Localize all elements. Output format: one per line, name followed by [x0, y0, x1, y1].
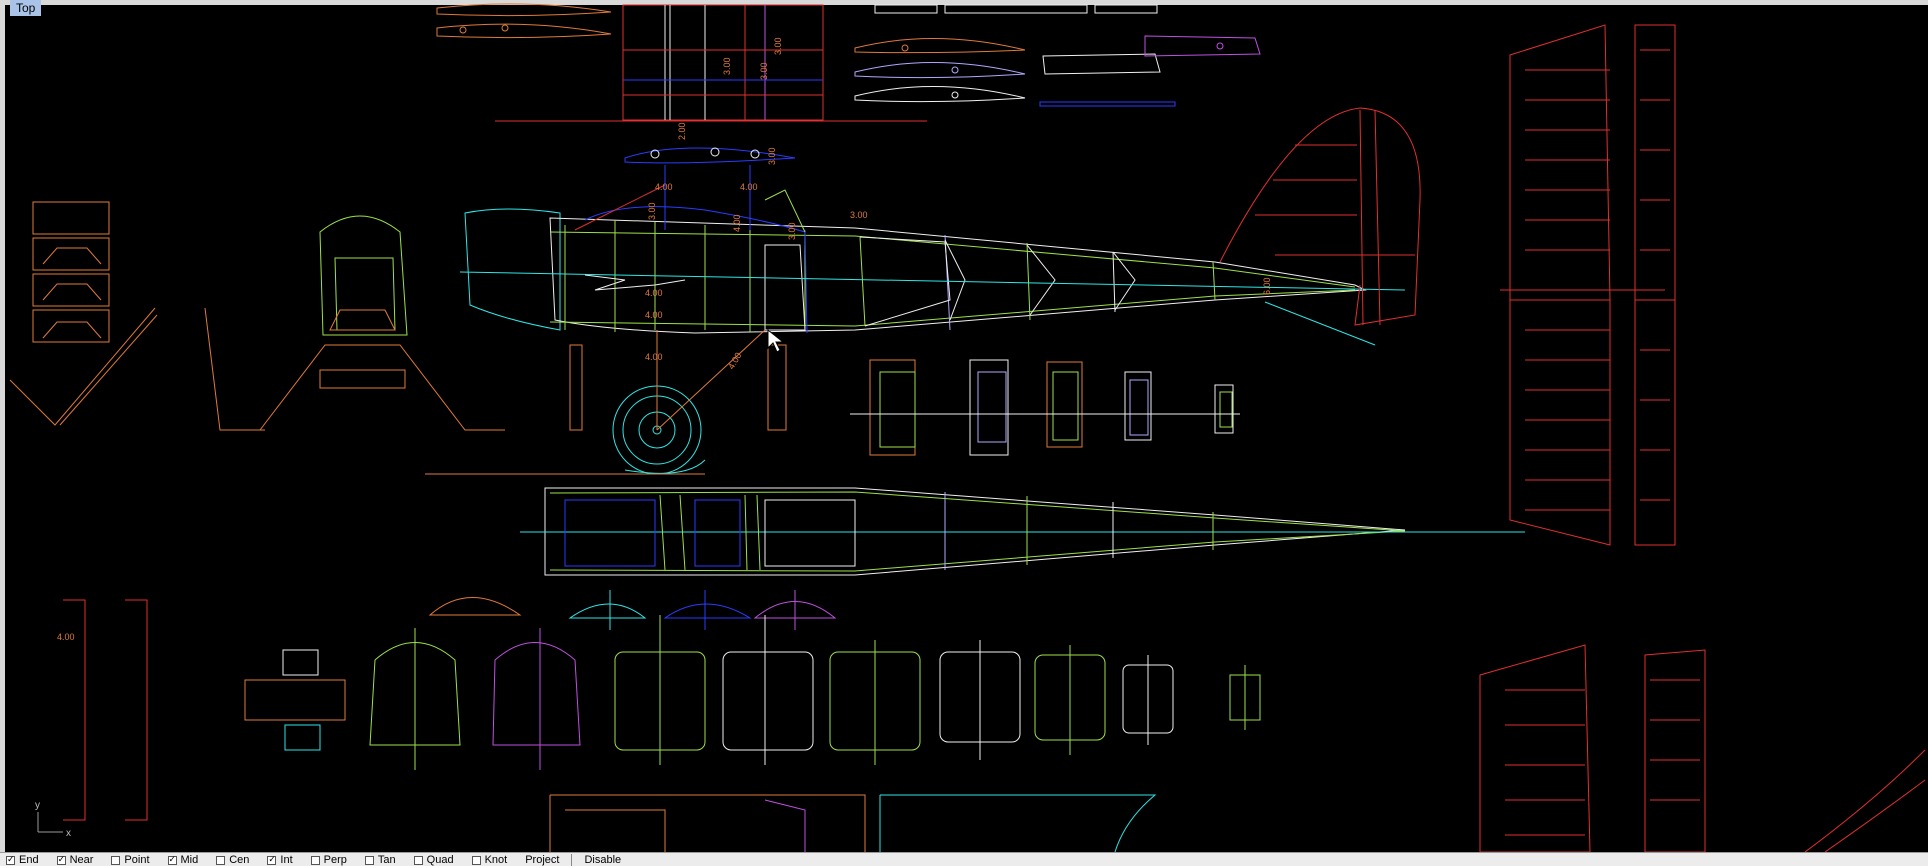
- checkbox-icon[interactable]: [56, 855, 66, 865]
- wing-panel-top: [495, 4, 927, 122]
- osnap-mid[interactable]: Mid: [162, 854, 199, 866]
- osnap-near[interactable]: Near: [51, 854, 94, 866]
- osnap-label: Mid: [180, 854, 199, 866]
- osnap-label: End: [19, 854, 39, 866]
- checkbox-icon[interactable]: [111, 855, 121, 865]
- osnap-label: Perp: [323, 854, 347, 866]
- osnap-end[interactable]: End: [0, 854, 39, 866]
- dimension-label: 4.00: [655, 182, 673, 192]
- fuselage-side-view: [459, 206, 1406, 334]
- upper-wing-centre-section: [574, 147, 806, 233]
- osnap-int[interactable]: Int: [261, 854, 293, 866]
- drawing-canvas[interactable]: 4.00 3.00 3.00 3.00 2.00 4.00 4.00 3.00 …: [5, 0, 1928, 852]
- dimension-label: 3.00: [767, 147, 777, 165]
- osnap-label: Int: [280, 854, 293, 866]
- bulkhead-formers-bottom: [63, 599, 1261, 821]
- wing-rib-parts-top-left: [436, 3, 612, 39]
- checkbox-icon[interactable]: [310, 855, 320, 865]
- axis-indicator: [37, 812, 63, 833]
- dimension-label: 3.00: [647, 202, 657, 220]
- dimension-label: 3.00: [759, 62, 769, 80]
- top-outline-bars: [874, 4, 1158, 14]
- tail-fin: [1219, 107, 1421, 346]
- landing-gear-wires: [9, 307, 505, 431]
- fuselage-cross-sections-row: [850, 359, 1240, 456]
- osnap-label: Tan: [377, 854, 396, 866]
- osnap-tan[interactable]: Tan: [359, 854, 396, 866]
- dimension-label: 4.00: [740, 182, 758, 192]
- checkbox-icon[interactable]: [471, 855, 481, 865]
- dimension-label: 3.00: [773, 37, 783, 55]
- wing-plan-right-upper: [1500, 24, 1676, 546]
- axis-x-label: x: [66, 828, 71, 839]
- dimension-labels: 4.00 3.00 3.00 3.00 2.00 4.00 4.00 3.00 …: [57, 37, 1272, 642]
- fuselage-front-former: [319, 215, 408, 336]
- left-former-parts: [32, 201, 110, 343]
- landing-wheel: [425, 329, 787, 475]
- osnap-label: Quad: [426, 854, 454, 866]
- checkbox-icon[interactable]: [6, 855, 15, 865]
- osnap-knot[interactable]: Knot: [466, 854, 508, 866]
- osnap-label: Near: [69, 854, 94, 866]
- dimension-label: 6.00: [1262, 277, 1272, 295]
- dimension-label: 3.00: [722, 57, 732, 75]
- osnap-label: Knot: [484, 854, 508, 866]
- osnap-perp[interactable]: Perp: [305, 854, 347, 866]
- osnap-bar: End Near Point Mid Cen Int Perp Tan Quad…: [0, 852, 1928, 866]
- viewport-title[interactable]: Top: [10, 0, 42, 16]
- dimension-label: 2.00: [677, 122, 687, 140]
- dimension-label: 3.00: [787, 222, 797, 240]
- checkbox-icon[interactable]: [364, 855, 374, 865]
- checkbox-icon[interactable]: [413, 855, 423, 865]
- mouse-cursor-icon: [767, 328, 785, 353]
- divider: [571, 854, 573, 866]
- osnap-quad[interactable]: Quad: [408, 854, 454, 866]
- osnap-label: Cen: [229, 854, 250, 866]
- dimension-label: 4.00: [732, 214, 742, 232]
- project-toggle[interactable]: Project: [525, 854, 560, 866]
- airfoil-ribs-top: [854, 35, 1261, 107]
- dimension-label: 4.00: [726, 351, 743, 371]
- turtledeck-formers: [428, 590, 837, 630]
- fuselage-top-view: [520, 487, 1525, 576]
- checkbox-icon[interactable]: [267, 855, 277, 865]
- dimension-label: 4.00: [645, 310, 663, 320]
- checkbox-icon[interactable]: [167, 855, 177, 865]
- dimension-label: 4.00: [645, 288, 663, 298]
- osnap-label: Point: [124, 854, 150, 866]
- wing-plan-right-lower: [1479, 644, 1926, 852]
- dimension-label: 3.00: [850, 210, 868, 220]
- wing-ribs-right: [1525, 49, 1670, 511]
- disable-button[interactable]: Disable: [584, 854, 622, 866]
- fuselage-side-panels-bottom: [549, 794, 1157, 852]
- osnap-cen[interactable]: Cen: [210, 854, 249, 866]
- checkbox-icon[interactable]: [216, 855, 226, 865]
- dimension-label: 4.00: [645, 352, 663, 362]
- axis-y-label: y: [35, 800, 40, 811]
- osnap-point[interactable]: Point: [105, 854, 150, 866]
- dimension-label: 4.00: [57, 632, 75, 642]
- viewport-frame: [5, 0, 1928, 5]
